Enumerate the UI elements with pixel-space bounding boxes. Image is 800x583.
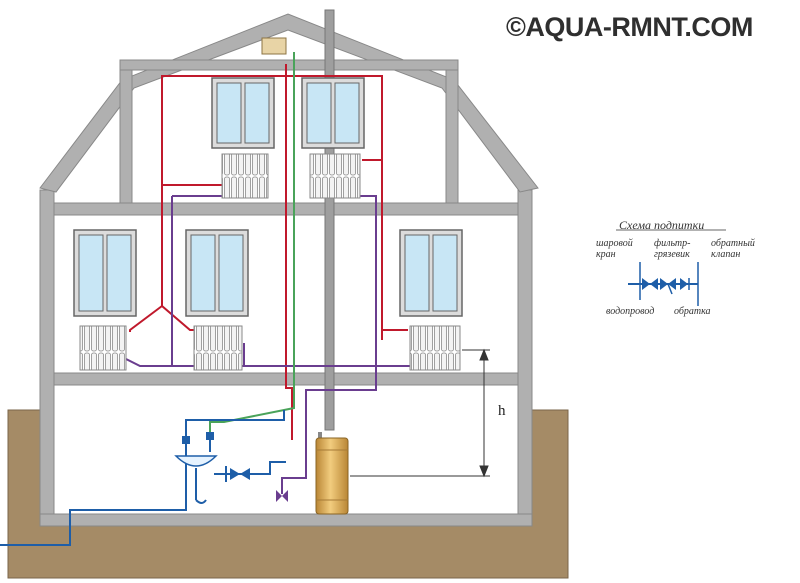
window-floor1-1	[73, 229, 137, 317]
window-floor1-2	[185, 229, 249, 317]
filter-icon	[660, 278, 676, 295]
label-water-supply: водопровод	[606, 306, 655, 317]
supply-pipes	[129, 64, 408, 440]
radiator-icon	[221, 153, 269, 199]
label-mud-filter: фильтр- грязевик	[654, 238, 691, 260]
radiator-icon	[409, 325, 461, 371]
site-watermark: ©AQUA-RMNT.COM	[506, 12, 753, 42]
window-floor1-3	[399, 229, 463, 317]
makeup-valves	[225, 466, 250, 482]
label-return-line: обратка	[674, 306, 711, 317]
radiator-icon	[309, 153, 361, 199]
drain-valve	[276, 490, 288, 502]
tap-icon	[182, 436, 190, 452]
radiator-icon	[79, 325, 127, 371]
ball-valve-icon	[642, 278, 658, 290]
label-ball-valve: шаровой кран	[596, 238, 633, 260]
expansion-tank-icon	[261, 37, 287, 55]
tap-icon	[206, 432, 214, 452]
check-valve-icon	[680, 278, 690, 290]
boiler-icon	[315, 432, 349, 515]
expansion-line	[209, 52, 295, 434]
window-attic-right	[301, 77, 365, 149]
height-marker-label: h	[498, 403, 506, 419]
label-check-valve: обратный клапан	[711, 238, 755, 260]
window-attic-left	[211, 77, 275, 149]
radiator-icon	[193, 325, 243, 371]
sink-icon	[174, 455, 218, 504]
radiators	[79, 153, 461, 371]
windows	[73, 77, 463, 317]
chimney-icon	[324, 9, 335, 431]
pipes	[0, 52, 429, 546]
height-dimension	[350, 348, 490, 478]
makeup-scheme-title: Схема подпитки	[619, 218, 705, 232]
makeup-scheme-detail	[616, 229, 726, 306]
